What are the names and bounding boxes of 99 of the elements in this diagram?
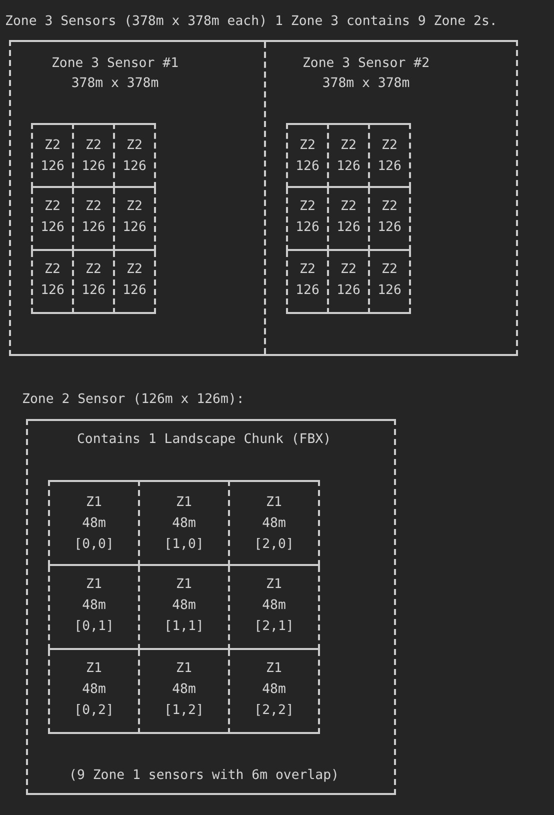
footnote-text: (9 Zone 1 sensors with 6m overlap) — [69, 768, 339, 784]
zone-label: Z1 — [266, 495, 282, 511]
grid-cell — [370, 123, 411, 188]
zone-label: Z2 — [126, 138, 142, 154]
zone-label: Z1 — [266, 577, 282, 593]
grid-cell — [31, 251, 74, 314]
grid-cell — [286, 251, 329, 314]
size-label: 126 — [336, 159, 360, 175]
zone-label: Z1 — [176, 495, 192, 511]
dimension-label: 378m x 378m — [71, 76, 159, 92]
size-label: 48m — [82, 682, 106, 698]
size-label: 126 — [122, 283, 146, 299]
grid-cell — [140, 566, 230, 650]
grid-cell — [115, 188, 156, 251]
grid-cell — [140, 650, 230, 734]
zone-label: Z2 — [86, 262, 102, 278]
size-label: 126 — [336, 283, 360, 299]
zone-label: Z2 — [86, 138, 102, 154]
sensor-title: Zone 3 Sensor #2 — [302, 56, 430, 72]
grid-cell — [115, 251, 156, 314]
grid-cell — [286, 188, 329, 251]
grid-coordinate: [2,0] — [254, 537, 294, 553]
size-label: 126 — [40, 220, 64, 236]
size-label: 126 — [296, 220, 320, 236]
zone-label: Z2 — [44, 199, 60, 215]
grid-cell — [140, 480, 230, 566]
description-text: Contains 1 Landscape Chunk (FBX) — [76, 432, 332, 448]
zone-label: Z1 — [86, 577, 102, 593]
zone-label: Z1 — [176, 661, 192, 677]
grid-cell — [48, 480, 140, 566]
zone-label: Z2 — [340, 138, 356, 154]
zone-label: Z1 — [86, 661, 102, 677]
size-label: 126 — [40, 283, 64, 299]
size-label: 126 — [82, 220, 106, 236]
grid-coordinate: [0,0] — [74, 537, 114, 553]
dimension-label: 378m x 378m — [322, 76, 410, 92]
grid-cell — [31, 188, 74, 251]
zone-label: Z2 — [300, 138, 316, 154]
zone-label: Z2 — [382, 199, 398, 215]
size-label: 48m — [172, 516, 196, 532]
zone-label: Z2 — [300, 199, 316, 215]
zone-label: Z1 — [86, 495, 102, 511]
grid-coordinate: [0,2] — [74, 703, 114, 719]
size-label: 126 — [82, 283, 106, 299]
grid-coordinate: [1,1] — [164, 619, 204, 635]
grid-cell — [230, 650, 320, 734]
grid-cell — [230, 566, 320, 650]
zone-label: Z1 — [176, 577, 192, 593]
zone-label: Z2 — [44, 262, 60, 278]
grid-cell — [115, 123, 156, 188]
grid-coordinate: [1,0] — [164, 537, 204, 553]
zone-label: Z1 — [266, 661, 282, 677]
grid-cell — [74, 251, 115, 314]
size-label: 48m — [82, 598, 106, 614]
size-label: 126 — [336, 220, 360, 236]
size-label: 48m — [262, 682, 286, 698]
grid-cell — [48, 650, 140, 734]
size-label: 126 — [378, 159, 402, 175]
section-heading: Zone 2 Sensor (126m x 126m): — [22, 392, 244, 408]
size-label: 126 — [296, 283, 320, 299]
grid-cell — [74, 123, 115, 188]
size-label: 48m — [262, 598, 286, 614]
size-label: 126 — [82, 159, 106, 175]
grid-coordinate: [1,2] — [164, 703, 204, 719]
zone-label: Z2 — [382, 138, 398, 154]
grid-cell — [286, 123, 329, 188]
size-label: 48m — [172, 682, 196, 698]
size-label: 126 — [378, 283, 402, 299]
grid-cell — [329, 251, 370, 314]
section-heading: Zone 3 Sensors (378m x 378m each) — [5, 14, 268, 30]
zone-label: Z2 — [340, 262, 356, 278]
grid-cell — [370, 188, 411, 251]
size-label: 48m — [262, 516, 286, 532]
grid-cell — [329, 188, 370, 251]
grid-cell — [230, 480, 320, 566]
grid-coordinate: [0,1] — [74, 619, 114, 635]
grid-cell — [74, 188, 115, 251]
size-label: 126 — [122, 159, 146, 175]
zone-label: Z2 — [126, 199, 142, 215]
grid-cell — [31, 123, 74, 188]
zone-label: Z2 — [44, 138, 60, 154]
zone-label: Z2 — [382, 262, 398, 278]
zone-label: Z2 — [340, 199, 356, 215]
size-label: 48m — [172, 598, 196, 614]
grid-cell — [370, 251, 411, 314]
grid-coordinate: [2,1] — [254, 619, 294, 635]
size-label: 126 — [122, 220, 146, 236]
grid-coordinate: [2,2] — [254, 703, 294, 719]
size-label: 126 — [378, 220, 402, 236]
sensor-title: Zone 3 Sensor #1 — [51, 56, 179, 72]
grid-cell — [329, 123, 370, 188]
zone-label: Z2 — [126, 262, 142, 278]
grid-cell — [48, 566, 140, 650]
zone-label: Z2 — [300, 262, 316, 278]
size-label: 126 — [296, 159, 320, 175]
size-label: 48m — [82, 516, 106, 532]
zone-label: Z2 — [86, 199, 102, 215]
note-text: 1 Zone 3 contains 9 Zone 2s. — [275, 14, 498, 30]
size-label: 126 — [40, 159, 64, 175]
